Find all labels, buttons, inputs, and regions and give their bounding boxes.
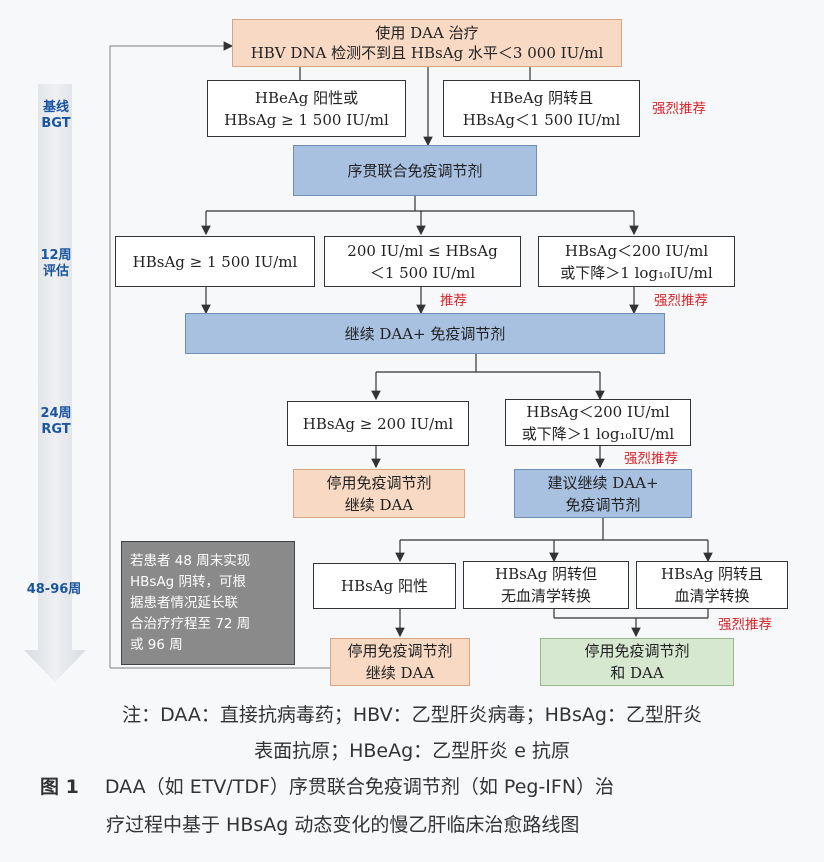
start-line-1: 使用 DAA 治疗 xyxy=(375,24,479,42)
grey-line-1: 若患者 48 周末实现 xyxy=(130,552,251,569)
loop-line xyxy=(109,41,234,668)
bgt-positive-line-2: HBsAg ≥ 1 500 IU/ml xyxy=(224,110,389,129)
w12-high-label: HBsAg ≥ 1 500 IU/ml xyxy=(132,252,298,271)
sequential-box: 序贯联合免疫调节剂 xyxy=(293,145,537,196)
w24-box-high: HBsAg ≥ 200 IU/ml xyxy=(287,401,469,446)
stop-immuno-box-2: 停用免疫调节剂 继续 DAA xyxy=(330,638,470,686)
stop3-line-2: 和 DAA xyxy=(610,664,664,682)
w48-nosero-line-1: HBsAg 阴转但 xyxy=(494,565,597,583)
suggest-line-1: 建议继续 DAA+ xyxy=(547,473,659,492)
w12-low-line-1: HBsAg＜200 IU/ml xyxy=(564,241,709,260)
w24-low-line-2: 或下降＞1 log₁₀IU/ml xyxy=(521,424,675,443)
stop-all-box: 停用免疫调节剂 和 DAA xyxy=(540,638,734,686)
bgt-negative-line-2: HBsAg＜1 500 IU/ml xyxy=(462,110,621,129)
stop-immuno-box-1: 停用免疫调节剂 继续 DAA xyxy=(293,469,465,518)
w48-box-sero: HBsAg 阴转且 血清学转换 xyxy=(636,561,788,609)
side-label-48-96w: 48-96周 xyxy=(26,582,82,597)
side-label-12w: 12周 评估 xyxy=(40,248,72,279)
bgt-box-negative: HBeAg 阴转且 HBsAg＜1 500 IU/ml xyxy=(443,80,640,137)
grey-line-5: 或 96 周 xyxy=(130,636,183,653)
figure-caption: 图 1 DAA（如 ETV/TDF）序贯联合免疫调节剂（如 Peg-IFN）治 疗… xyxy=(40,768,810,844)
caption-line-2: 疗过程中基于 HBsAg 动态变化的慢乙肝临床治愈路线图 xyxy=(106,814,580,836)
continue-label: 继续 DAA+ 免疫调节剂 xyxy=(344,324,506,343)
w12-box-low: HBsAg＜200 IU/ml 或下降＞1 log₁₀IU/ml xyxy=(538,236,735,287)
caption-text-1: DAA（如 ETV/TDF）序贯联合免疫调节剂（如 Peg-IFN）治 xyxy=(104,776,615,798)
w48-sero-line-1: HBsAg 阴转且 xyxy=(660,565,763,583)
w12-mid-line-1: 200 IU/ml ≤ HBsAg xyxy=(347,241,498,260)
continue-box: 继续 DAA+ 免疫调节剂 xyxy=(185,313,665,354)
bgt-positive-line-1: HBeAg 阳性或 xyxy=(254,88,359,107)
stop2-line-1: 停用免疫调节剂 xyxy=(347,642,453,660)
rec-48w: 强烈推荐 xyxy=(718,617,772,633)
w12-low-line-2: 或下降＞1 log₁₀IU/ml xyxy=(560,263,713,282)
w12-box-high: HBsAg ≥ 1 500 IU/ml xyxy=(115,236,315,287)
w24-high-label: HBsAg ≥ 200 IU/ml xyxy=(302,414,454,433)
stop1-line-1: 停用免疫调节剂 xyxy=(326,473,432,492)
grey-line-4: 合治疗疗程至 72 周 xyxy=(130,615,251,632)
stop3-line-1: 停用免疫调节剂 xyxy=(584,642,690,660)
rec-24w: 强烈推荐 xyxy=(624,451,678,467)
w48-nosero-line-2: 无血清学转换 xyxy=(500,587,591,605)
extend-note-box: 若患者 48 周末实现 HBsAg 阴转，可根 据患者情况延长联 合治疗疗程至 … xyxy=(121,541,295,665)
suggest-continue-box: 建议继续 DAA+ 免疫调节剂 xyxy=(514,469,692,518)
suggest-line-2: 免疫调节剂 xyxy=(565,495,641,514)
stop2-line-2: 继续 DAA xyxy=(365,664,435,682)
rec-12w-mid: 推荐 xyxy=(440,293,467,309)
side-label-rgt: 24周 RGT xyxy=(40,406,72,437)
timeline-bar xyxy=(24,84,86,682)
w24-low-line-1: HBsAg＜200 IU/ml xyxy=(526,402,670,421)
bgt-box-positive: HBeAg 阳性或 HBsAg ≥ 1 500 IU/ml xyxy=(207,80,406,137)
w48-box-no-sero: HBsAg 阴转但 无血清学转换 xyxy=(463,561,629,609)
w48-box-positive: HBsAg 阳性 xyxy=(313,563,456,609)
w24-box-low: HBsAg＜200 IU/ml 或下降＞1 log₁₀IU/ml xyxy=(505,399,691,446)
stop1-line-2: 继续 DAA xyxy=(344,495,414,514)
w48-positive-label: HBsAg 阳性 xyxy=(340,577,428,595)
abbrev-note-line-1: 注：DAA：直接抗病毒药；HBV：乙型肝炎病毒；HBsAg：乙型肝炎 xyxy=(122,704,702,726)
w12-mid-line-2: ＜1 500 IU/ml xyxy=(369,263,476,282)
rec-12w-low: 强烈推荐 xyxy=(654,293,708,309)
caption-line-1: 图 1 DAA（如 ETV/TDF）序贯联合免疫调节剂（如 Peg-IFN）治 xyxy=(40,768,810,806)
grey-line-3: 据患者情况延长联 xyxy=(130,594,238,611)
bgt-negative-line-1: HBeAg 阴转且 xyxy=(489,88,594,107)
caption-label: 图 1 xyxy=(40,776,79,798)
start-box: 使用 DAA 治疗 HBV DNA 检测不到且 HBsAg 水平＜3 000 I… xyxy=(232,19,622,67)
side-label-bgt: 基线 BGT xyxy=(41,100,71,131)
rec-strong-bgt: 强烈推荐 xyxy=(652,101,706,117)
grey-line-2: HBsAg 阴转，可根 xyxy=(130,573,247,590)
start-line-2: HBV DNA 检测不到且 HBsAg 水平＜3 000 IU/ml xyxy=(250,44,604,62)
abbrev-note-line-2: 表面抗原；HBeAg：乙型肝炎 e 抗原 xyxy=(254,740,570,762)
w48-sero-line-2: 血清学转换 xyxy=(674,587,750,605)
sequential-label: 序贯联合免疫调节剂 xyxy=(347,161,483,180)
w12-box-mid: 200 IU/ml ≤ HBsAg ＜1 500 IU/ml xyxy=(324,236,521,287)
